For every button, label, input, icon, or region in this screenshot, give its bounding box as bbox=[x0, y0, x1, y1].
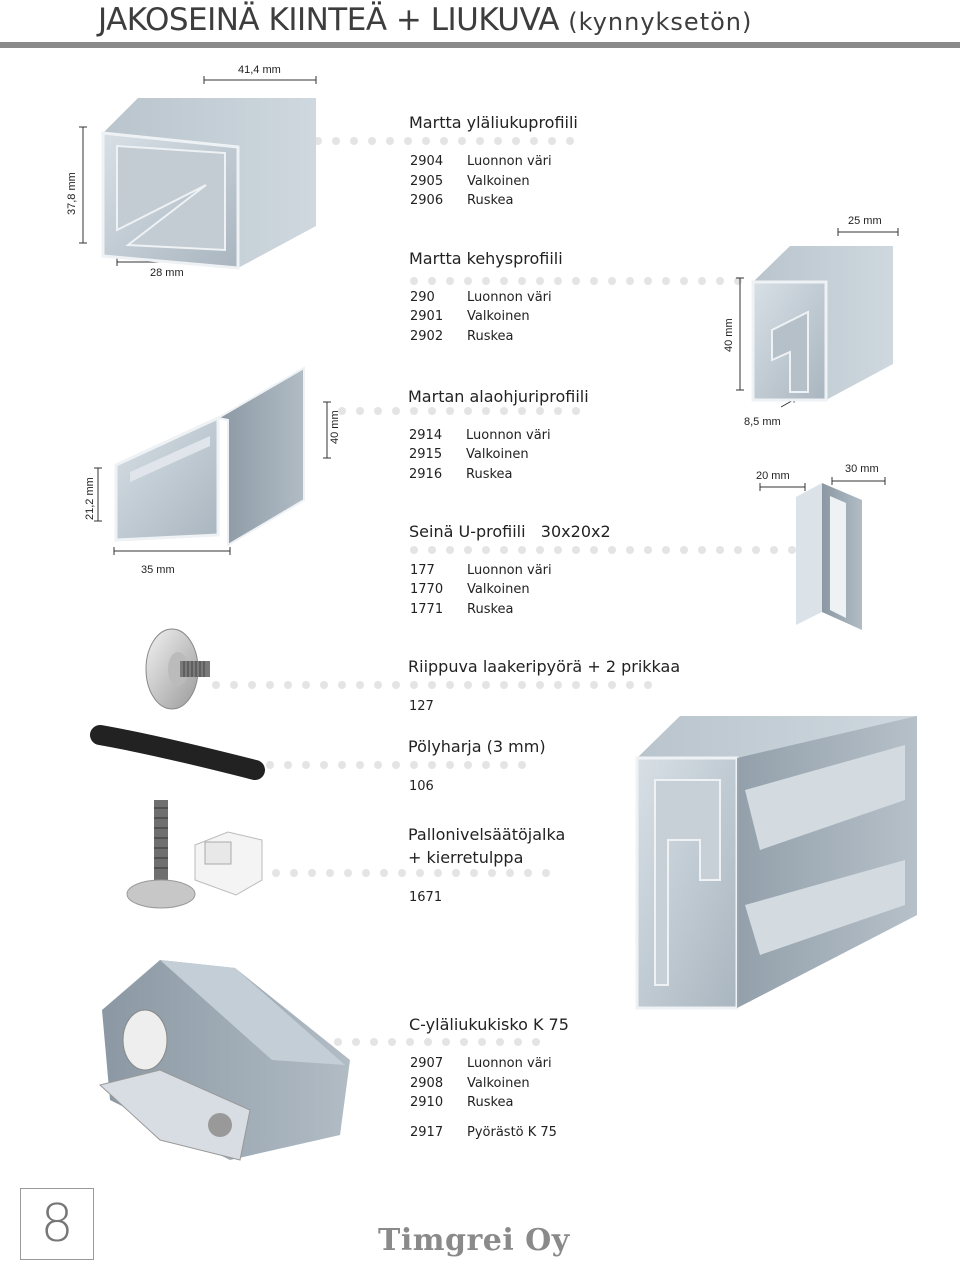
code-row: 106 bbox=[409, 779, 434, 794]
code-row: 127 bbox=[409, 699, 434, 714]
product-title-wheel: Riippuva laakeripyörä + 2 prikkaa bbox=[408, 657, 681, 676]
dots-row-3 bbox=[338, 407, 580, 415]
dots-row-6 bbox=[266, 761, 526, 769]
brand-logo: Timgrei Oy bbox=[378, 1223, 570, 1258]
dim-top-width: 41,4 mm bbox=[238, 64, 281, 76]
dust-brush bbox=[90, 725, 265, 780]
product-title-foot: Pallonivelsäätöjalka bbox=[408, 825, 566, 844]
header-rule bbox=[0, 42, 960, 48]
code-row: 1671 bbox=[409, 890, 443, 905]
page-number: 8 bbox=[40, 1194, 74, 1254]
title-main: JAKOSEINÄ KIINTEÄ + LIUKUVA bbox=[98, 2, 559, 38]
dots-row-1 bbox=[314, 137, 574, 145]
dim-top-height: 37,8 mm bbox=[66, 172, 78, 215]
c-top-rail bbox=[98, 960, 350, 1161]
dim-bottom-height: 40 mm bbox=[329, 410, 341, 444]
wheel-bearing bbox=[145, 628, 210, 710]
dim-bottom-side: 21,2 mm bbox=[84, 477, 96, 520]
dots-row-7 bbox=[272, 869, 550, 877]
dim-u-gap: 8,5 mm bbox=[744, 416, 781, 428]
profile-bottom-guide bbox=[114, 366, 305, 547]
product-title-bottom-guide: Martan alaohjuriprofiili bbox=[408, 387, 589, 406]
dots-row-5 bbox=[212, 681, 652, 689]
dot-leaders bbox=[212, 137, 796, 1046]
profile-top-slide bbox=[101, 98, 316, 270]
dots-row-4 bbox=[410, 546, 796, 554]
profile-wall-u bbox=[796, 483, 862, 630]
title-subtitle: (kynnyksetön) bbox=[568, 8, 753, 36]
product-title-frame: Martta kehysprofiili bbox=[409, 249, 563, 268]
adjustable-foot bbox=[126, 800, 263, 909]
profile-double bbox=[635, 716, 917, 1010]
dim-bottom-width: 35 mm bbox=[141, 564, 175, 576]
product-title-wall-u: Seinä U-profiili 30x20x2 bbox=[409, 522, 611, 541]
dots-row-8 bbox=[316, 1038, 540, 1046]
page-title: JAKOSEINÄ KIINTEÄ + LIUKUVA (kynnyksetön… bbox=[98, 2, 752, 38]
dim-frame-width: 25 mm bbox=[848, 215, 882, 227]
product-title-foot-2: + kierretulppa bbox=[408, 848, 524, 867]
dim-top-inner: 28 mm bbox=[150, 267, 184, 279]
page-number-box: 8 bbox=[20, 1188, 94, 1260]
dim-u-30: 30 mm bbox=[845, 463, 879, 475]
product-title-c-rail: C-yläliukukisko K 75 bbox=[409, 1015, 569, 1034]
dim-frame-height: 40 mm bbox=[723, 318, 735, 352]
dots-row-2 bbox=[410, 277, 742, 285]
product-title-brush: Pölyharja (3 mm) bbox=[408, 737, 546, 756]
profile-frame bbox=[751, 246, 893, 402]
product-title-top-slide: Martta yläliukuprofiili bbox=[409, 113, 578, 132]
dim-u-20: 20 mm bbox=[756, 470, 790, 482]
